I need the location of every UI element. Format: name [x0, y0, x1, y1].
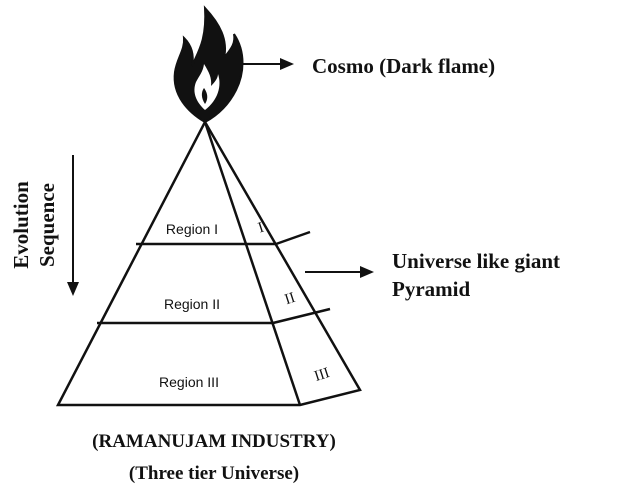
region-2-numeral: II — [283, 290, 297, 308]
sequence-label: Sequence — [35, 183, 59, 267]
cosmo-arrow — [238, 58, 294, 70]
evolution-label: Evolution — [9, 181, 33, 269]
region-1-numeral: I — [256, 220, 266, 237]
cosmo-label: Cosmo (Dark flame) — [312, 54, 495, 78]
caption-line2: (Three tier Universe) — [129, 463, 299, 484]
region-3-numeral: III — [312, 365, 331, 385]
caption-line1: (RAMANUJAM INDUSTRY) — [92, 431, 336, 452]
universe-label-line2: Pyramid — [392, 277, 470, 301]
universe-arrow — [305, 266, 374, 278]
universe-label-line1: Universe like giant — [392, 249, 560, 273]
region-2-label: Region II — [164, 296, 220, 312]
flame-icon — [173, 5, 244, 124]
region-1-label: Region I — [166, 221, 218, 237]
evolution-arrow — [67, 155, 79, 296]
region-3-label: Region III — [159, 374, 219, 390]
pyramid — [55, 119, 362, 407]
